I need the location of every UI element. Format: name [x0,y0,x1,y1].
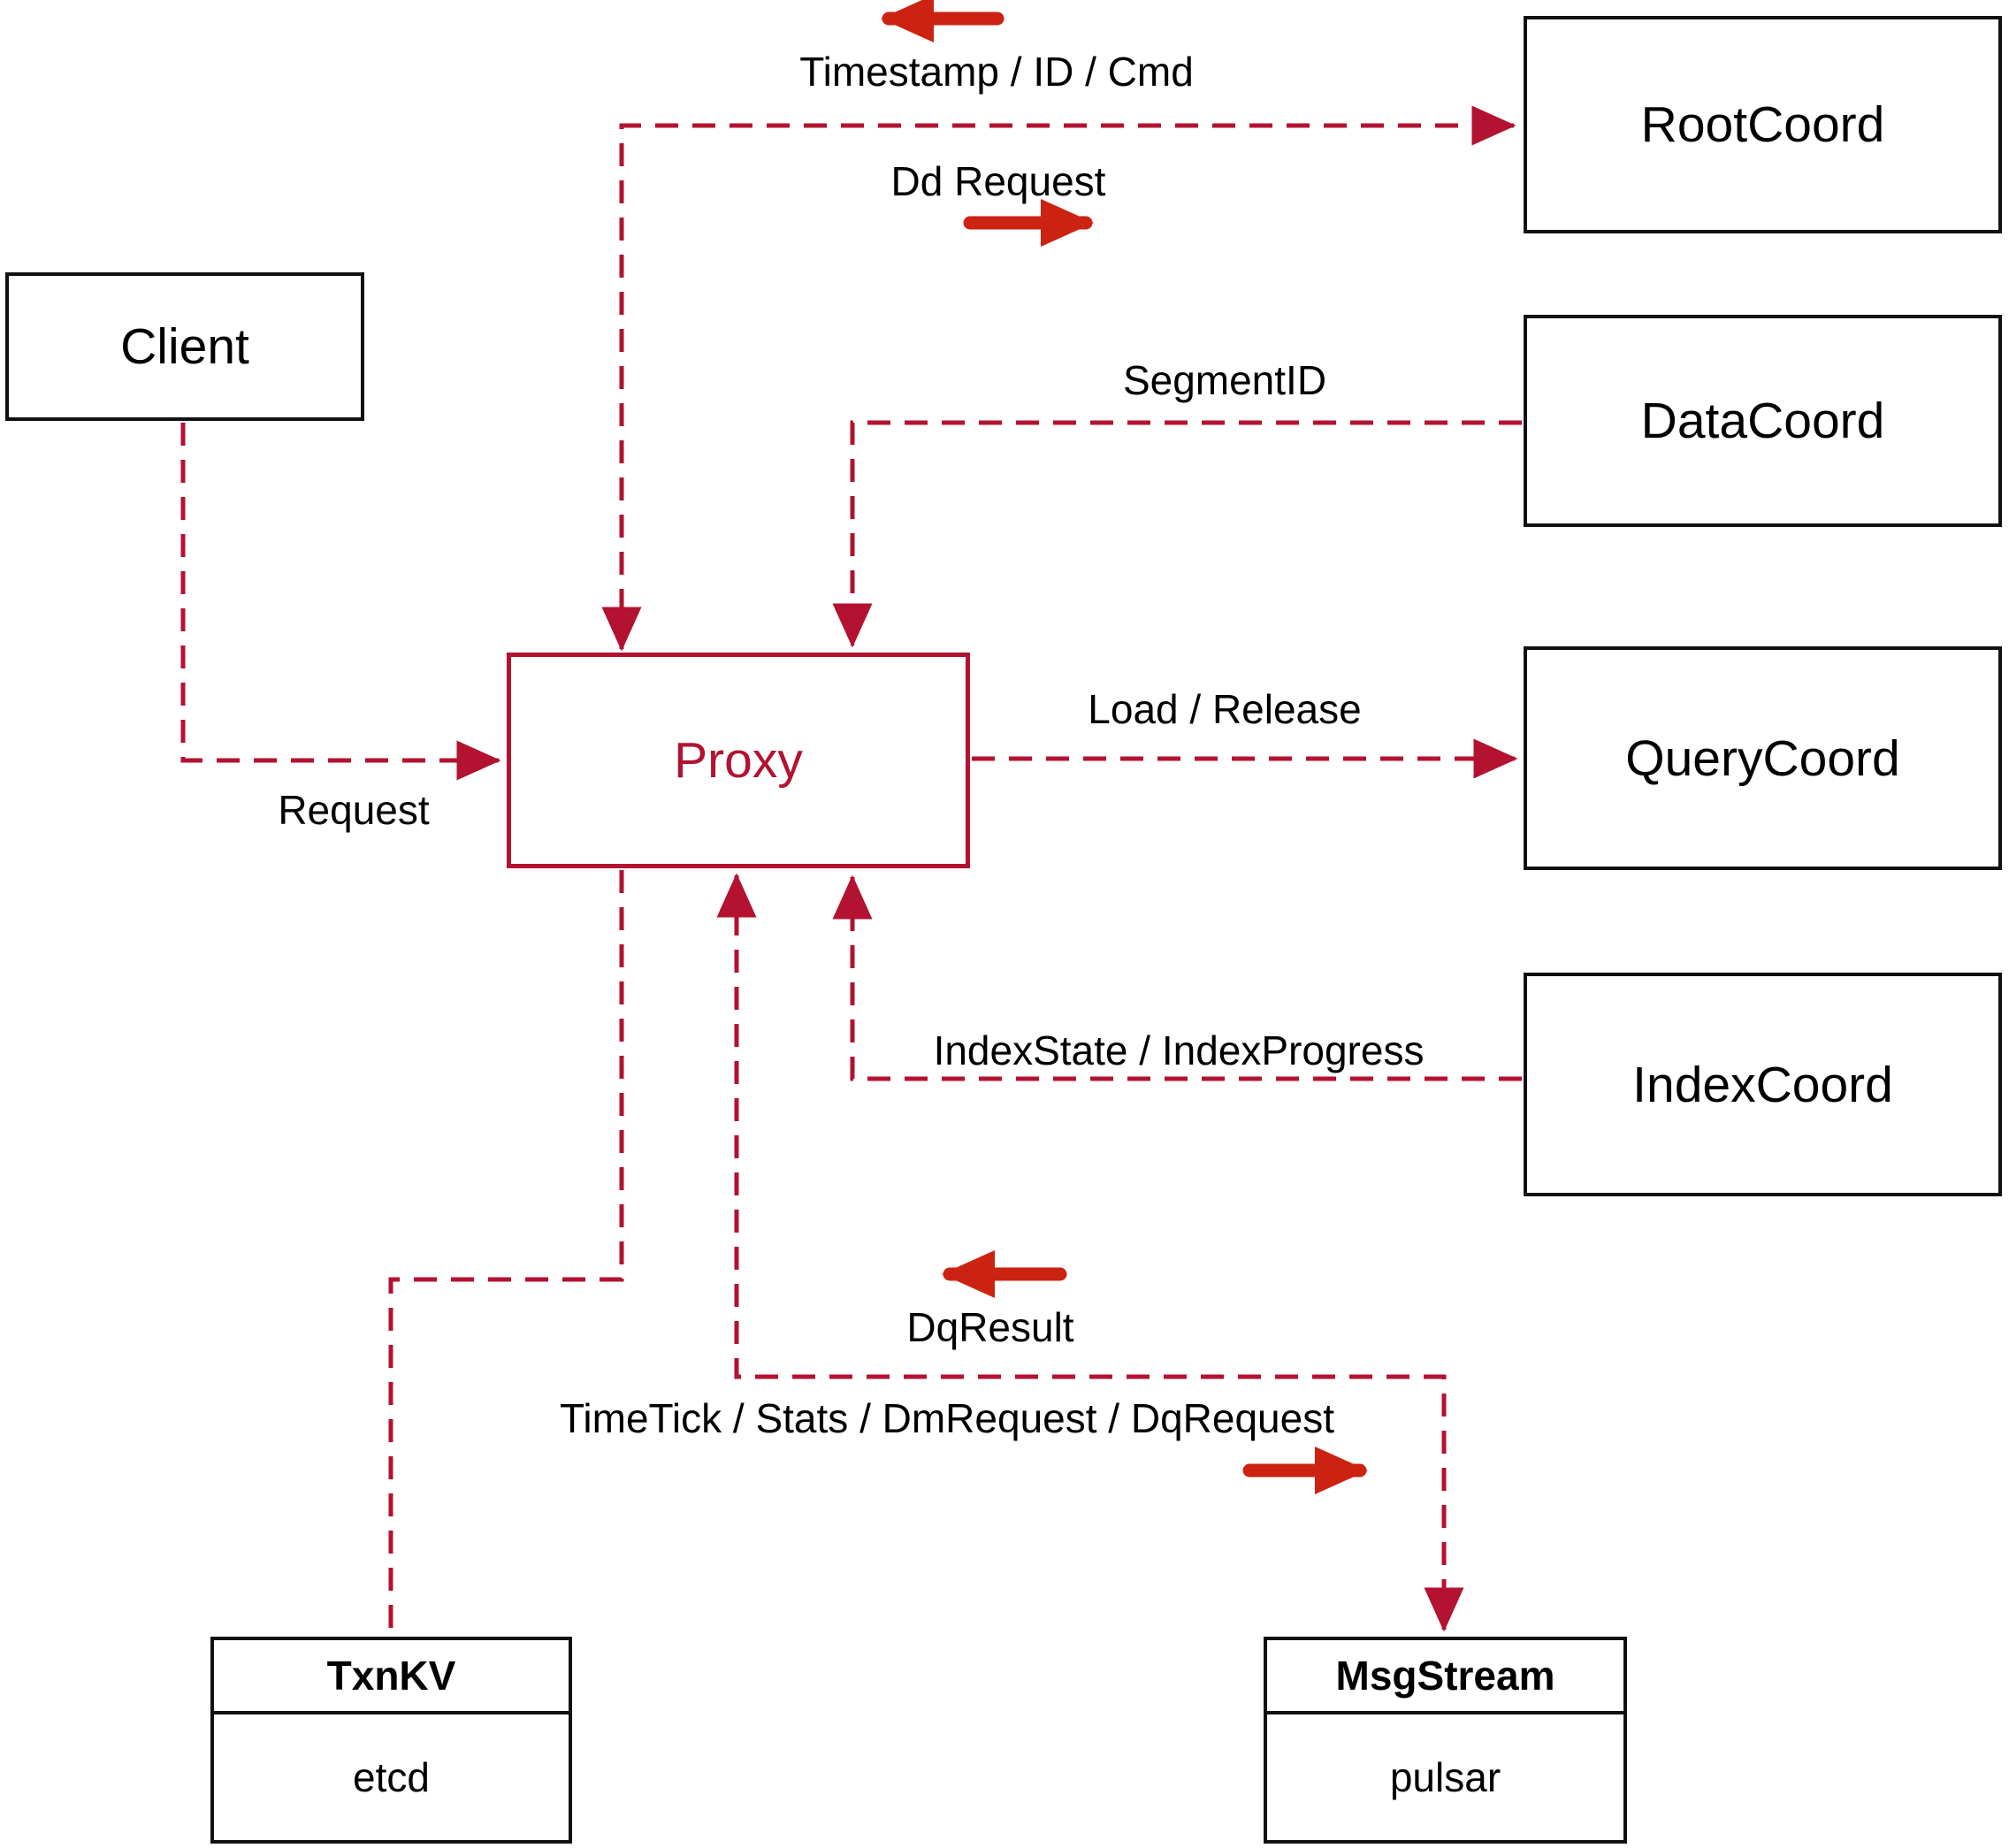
edge-label-segmentid: SegmentID [1122,357,1327,403]
edge-proxy-msgstream [716,873,1464,1632]
node-querycoord-label: QueryCoord [1625,729,1900,787]
node-querycoord: QueryCoord [1524,646,2002,870]
edge-label-dd-request: Dd Request [890,158,1106,204]
edge-label-timetick-stats: TimeTick / Stats / DmRequest / DqRequest [560,1395,1334,1441]
node-msgstream: MsgStream pulsar [1264,1637,1627,1844]
edge-label-indexstate-indexprogress: IndexState / IndexProgress [933,1027,1425,1073]
node-txnkv-impl: etcd [353,1754,430,1800]
node-client: Client [5,272,364,421]
edge-label-load-release: Load / Release [1088,686,1362,732]
node-rootcoord-label: RootCoord [1640,96,1885,153]
node-datacoord-label: DataCoord [1640,393,1885,449]
edge-label-dqresult: DqResult [906,1304,1074,1350]
edge-label-timestamp-id-cmd: Timestamp / ID / Cmd [799,49,1194,95]
node-indexcoord: IndexCoord [1524,973,2002,1196]
edge-proxy-txnkv [388,870,624,1633]
node-indexcoord-label: IndexCoord [1632,1056,1893,1113]
edge-label-request: Request [278,787,430,833]
node-txnkv-title: TxnKV [214,1640,569,1714]
node-txnkv: TxnKV etcd [210,1637,572,1844]
node-msgstream-impl: pulsar [1389,1754,1501,1800]
edge-proxy-rootcoord [601,105,1516,652]
node-proxy: Proxy [507,653,970,868]
node-msgstream-title: MsgStream [1267,1640,1623,1714]
edge-client-proxy [180,423,501,781]
node-proxy-label: Proxy [674,732,803,789]
edge-datacoord-proxy [832,420,1522,648]
node-rootcoord: RootCoord [1524,16,2002,233]
node-datacoord: DataCoord [1524,315,2002,527]
node-client-label: Client [120,318,249,375]
